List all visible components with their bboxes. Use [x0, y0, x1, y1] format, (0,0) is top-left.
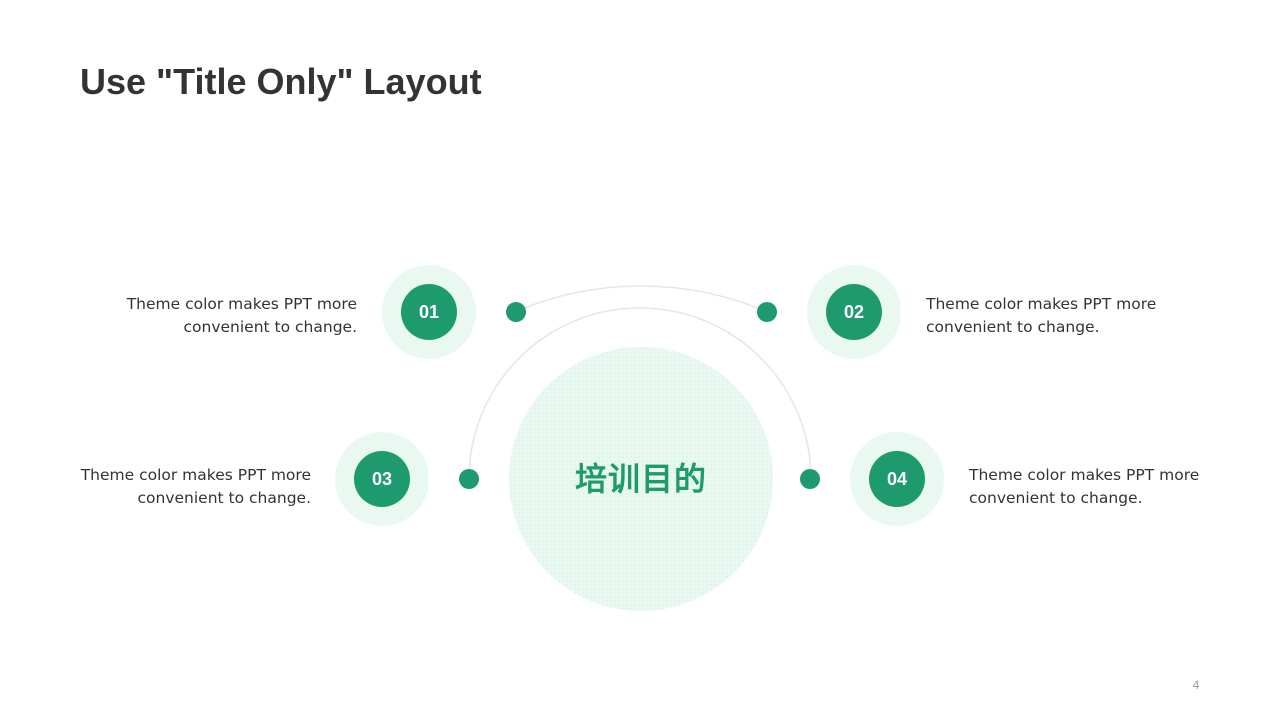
item-02-number-badge: 02 — [826, 284, 882, 340]
page-number: 4 — [1192, 678, 1200, 692]
item-02-badge-halo: 02 — [807, 265, 901, 359]
item-01-description: Theme color makes PPT more convenient to… — [126, 295, 357, 336]
inner-arc — [468, 307, 812, 480]
item-04-badge-halo: 04 — [850, 432, 944, 526]
connector-dot-01 — [506, 302, 526, 322]
outer-arc — [516, 285, 766, 312]
center-circle — [509, 347, 773, 611]
item-03-badge-halo: 03 — [335, 432, 429, 526]
slide-title: Use "Title Only" Layout — [80, 61, 482, 102]
connector-dot-03 — [459, 469, 479, 489]
item-03-description: Theme color makes PPT more convenient to… — [80, 466, 311, 507]
item-02-description: Theme color makes PPT more convenient to… — [926, 295, 1157, 336]
item-04-number-badge: 04 — [869, 451, 925, 507]
connector-dot-02 — [757, 302, 777, 322]
item-01-badge-halo: 01 — [382, 265, 476, 359]
item-03-number-badge: 03 — [354, 451, 410, 507]
item-04-description: Theme color makes PPT more convenient to… — [969, 466, 1200, 507]
connector-dot-04 — [800, 469, 820, 489]
item-01-number-badge: 01 — [401, 284, 457, 340]
center-label: 培训目的 — [574, 460, 707, 498]
